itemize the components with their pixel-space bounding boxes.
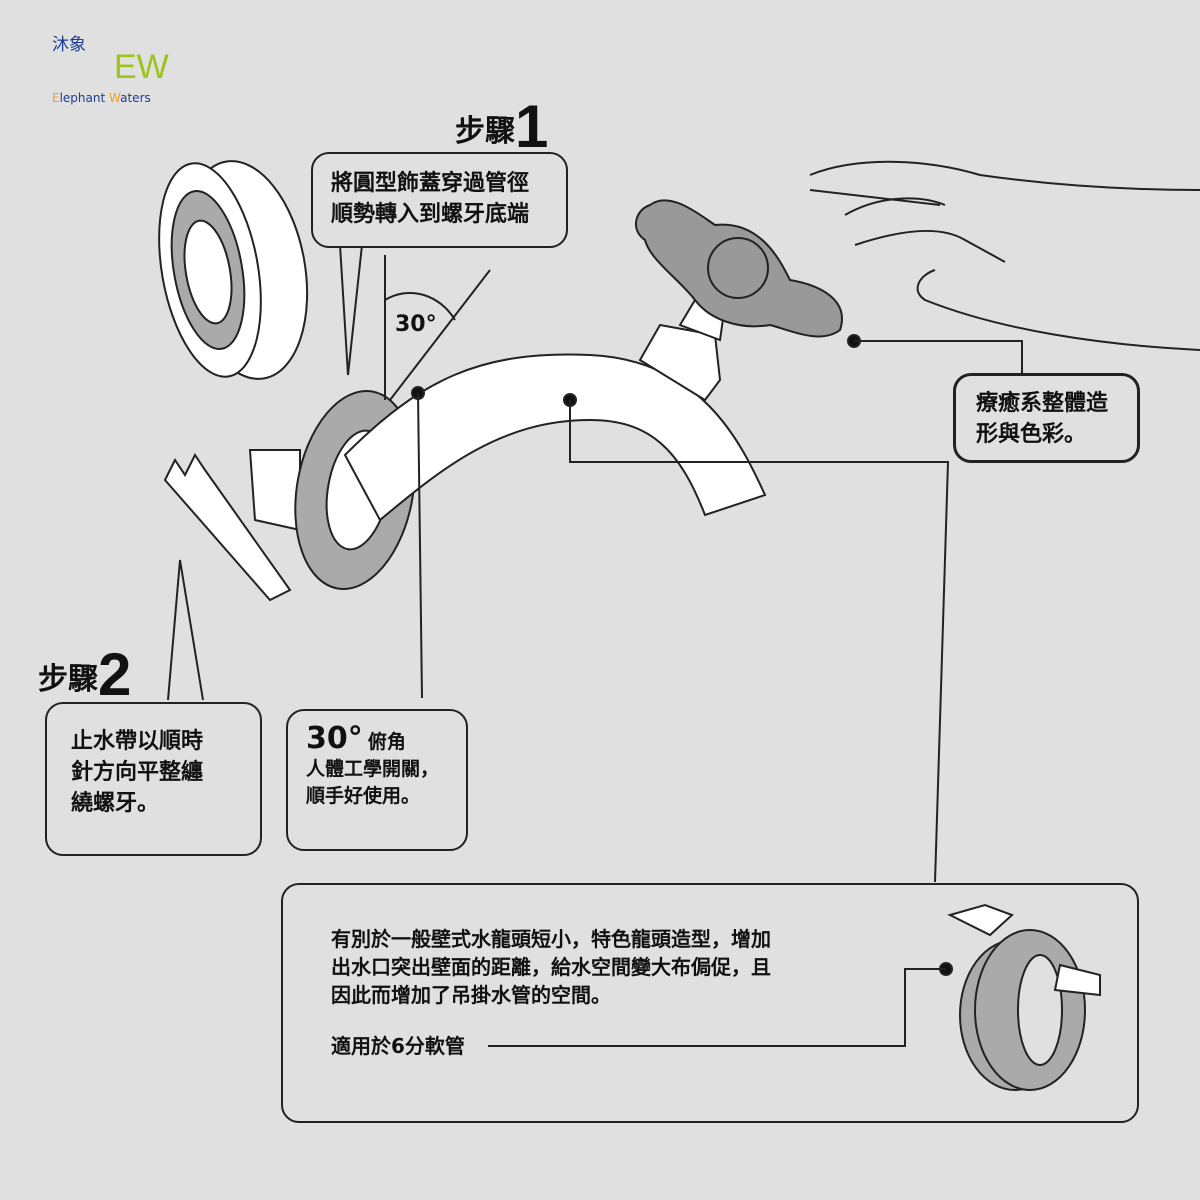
logo-chinese: 沐象 (52, 35, 86, 55)
step1-label: 步驟 (455, 114, 515, 149)
logo-aters: aters (120, 91, 151, 105)
description-text: 有別於一般壁式水龍頭短小，特色龍頭造型，增加 出水口突出壁面的距離，給水空間變大… (331, 927, 771, 1007)
logo-elephant: lephant (59, 91, 110, 105)
step2-number: 2 (98, 641, 132, 708)
hose-icon (947, 903, 1101, 1091)
hand-icon (809, 160, 1200, 351)
ergonomic-callout: 30° 俯角 人體工學開關， 順手好使用。 (286, 709, 468, 851)
angle-label: 30° (395, 312, 437, 337)
ergonomic-text: 人體工學開關， 順手好使用。 (306, 758, 440, 807)
step2-callout: 止水帶以順時 針方向平整纏 繞螺牙。 (45, 702, 262, 856)
logo-mark: EW (114, 48, 169, 86)
faucet-spout (343, 353, 767, 522)
healing-callout: 療癒系整體造 形與色彩。 (953, 373, 1140, 463)
tape-roll-icon (158, 160, 309, 602)
step1-text: 將圓型飾蓋穿過管徑 順勢轉入到螺牙底端 (331, 171, 530, 227)
ergonomic-title: 俯角 (367, 731, 406, 753)
hose-compatibility: 適用於6分軟管 (331, 1034, 465, 1058)
step1-number: 1 (515, 93, 549, 160)
logo-w: W (109, 91, 121, 105)
ergonomic-angle: 30° (306, 721, 363, 756)
description-callout: 有別於一般壁式水龍頭短小，特色龍頭造型，增加 出水口突出壁面的距離，給水空間變大… (281, 883, 1139, 1123)
healing-text: 療癒系整體造 形與色彩。 (976, 391, 1109, 447)
step2-label: 步驟 (38, 662, 98, 697)
step1-callout: 將圓型飾蓋穿過管徑 順勢轉入到螺牙底端 (311, 152, 568, 248)
step2-heading: 步驟2 (38, 640, 131, 709)
logo-english: Elephant Waters (52, 91, 167, 105)
logo: 沐象 EW Elephant Waters (52, 30, 169, 105)
step2-text: 止水帶以順時 針方向平整纏 繞螺牙。 (71, 729, 204, 816)
step1-heading: 步驟1 (455, 92, 548, 161)
logo-e: E (52, 91, 60, 105)
